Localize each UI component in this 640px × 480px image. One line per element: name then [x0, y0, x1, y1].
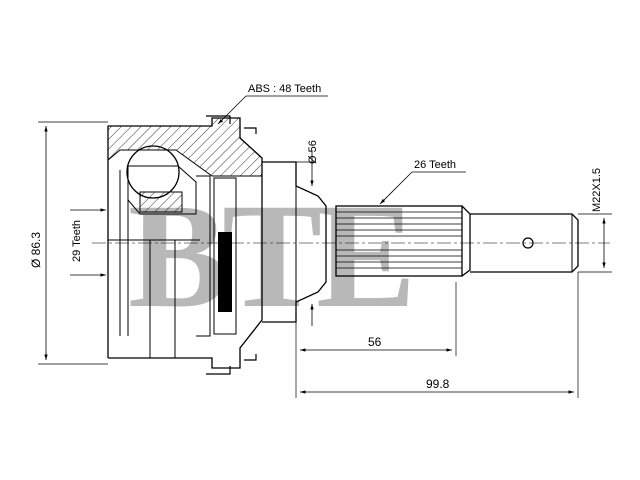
label-spline-teeth: 26 Teeth — [414, 159, 456, 171]
label-length-total: 99.8 — [426, 377, 450, 391]
label-outer-diameter: Ø 86.3 — [29, 232, 43, 268]
label-seal-diameter: Ø 56 — [307, 140, 319, 164]
dim-outer-diameter: Ø 86.3 — [29, 121, 108, 365]
label-length-spline: 56 — [368, 335, 382, 349]
label-abs: ABS : 48 Teeth — [248, 83, 321, 95]
dim-thread: M22X1.5 — [578, 168, 612, 273]
dim-inner-teeth: 29 Teeth — [70, 208, 106, 277]
neck — [262, 161, 327, 323]
label-thread: M22X1.5 — [591, 168, 603, 212]
label-inner-teeth: 29 Teeth — [71, 220, 83, 262]
outer-housing — [107, 117, 263, 369]
ball-cage — [126, 145, 211, 337]
dim-spline-teeth: 26 Teeth — [379, 159, 466, 205]
abs-ring — [206, 115, 257, 375]
dim-abs: ABS : 48 Teeth — [217, 83, 328, 125]
dim-length-spline: 56 — [295, 282, 457, 398]
dim-length-total: 99.8 — [300, 272, 579, 398]
threaded-end — [470, 213, 579, 273]
spline-shaft — [335, 205, 471, 277]
dim-seal-diameter: Ø 56 — [296, 140, 319, 326]
